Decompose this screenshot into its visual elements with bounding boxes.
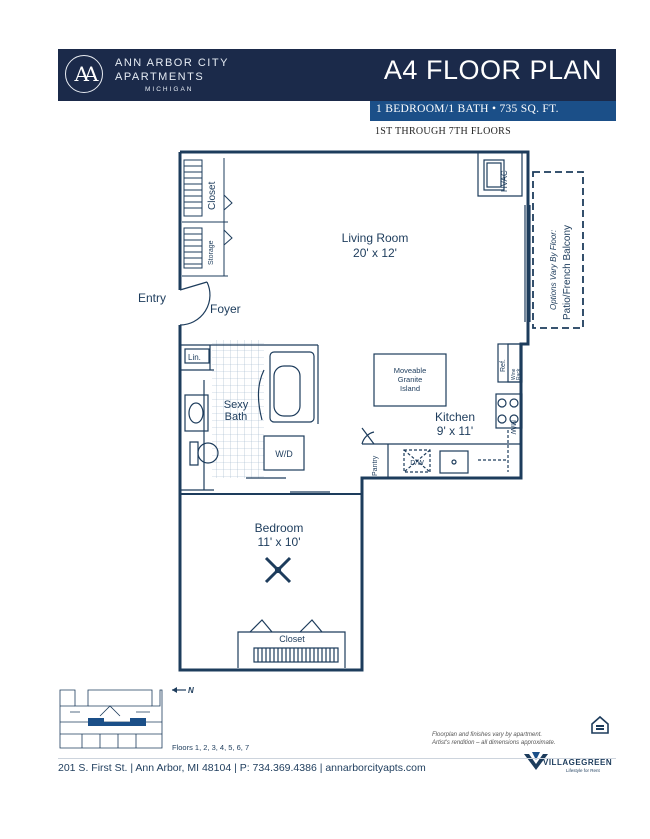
disclaimer-line2: Artist's rendition – all dimensions appr… [432,740,556,746]
fridge-label: Ref. [500,359,507,372]
bath-label-line2: Bath [225,411,248,423]
living-room-name: Living Room [342,231,409,245]
hvac-label: HVAC [500,170,509,192]
foyer-label: Foyer [210,302,241,316]
disclaimer-line1: Floorplan and finishes vary by apartment… [432,732,543,738]
brand-name-line2: APARTMENTS [115,71,205,83]
unit-info-bar [370,101,616,121]
kitchen-name: Kitchen [435,410,475,424]
wine-rack-label: Wine [511,368,517,380]
balcony-outline [532,171,584,329]
living-room-size: 20' x 12' [353,246,397,260]
unit-info: 1 BEDROOM/1 BATH • 735 SQ. FT. [376,103,559,115]
footer-contact: 201 S. First St. | Ann Arbor, MI 48104 |… [58,762,426,774]
management-tagline: Lifestyle for Rent [566,768,600,773]
floors-range: 1ST THROUGH 7TH FLOORS [375,126,511,137]
island-label-line2: Granite [398,375,423,384]
logo-letters: AA [74,62,99,86]
linen-label: Lin. [188,353,201,362]
bedroom-closet-label: Closet [279,634,305,644]
entry-door [179,281,211,326]
closet-shelving [182,158,233,277]
management-brand: VILLAGEGREEN [543,758,613,767]
balcony-options-label: Options Vary By Floor: [549,230,558,310]
microwave-label: M/W [509,420,516,435]
kitchen [361,343,523,478]
island-label-line3: Island [400,384,420,393]
storage-label: Storage [208,240,215,265]
equal-housing-icon [591,715,609,734]
entry-label: Entry [138,291,166,305]
dishwasher-label: D/W [410,460,424,467]
north-arrow-icon [172,687,186,693]
pantry-label: Pantry [372,455,379,476]
bathroom [180,340,362,495]
key-plan-floors: Floors 1, 2, 3, 4, 5, 6, 7 [172,743,250,752]
kitchen-size: 9' x 11' [437,424,473,438]
balcony-label: Patio/French Balcony [562,225,573,320]
wine-rack-label-2: Rack [516,368,522,380]
hvac-closet [477,152,523,197]
bedroom-size: 11' x 10' [257,535,300,549]
bedroom-name: Bedroom [255,521,304,535]
island-label-line1: Moveable [394,366,427,375]
ceiling-fan-icon [264,556,292,584]
exterior-walls [178,150,530,672]
key-plan [59,689,163,749]
header-bar [58,49,616,101]
logo-icon [65,55,103,93]
brand-location: MICHIGAN [145,86,194,93]
bedroom-closet [237,619,346,668]
page-title: A4 FLOOR PLAN [383,55,602,85]
brand-name-line1: ANN ARBOR CITY [115,57,229,69]
bath-label-line1: Sexy [224,399,249,411]
north-label: N [188,686,194,695]
footer-divider [58,758,616,759]
washer-dryer-label: W/D [275,449,293,459]
closet-label: Closet [207,181,218,210]
